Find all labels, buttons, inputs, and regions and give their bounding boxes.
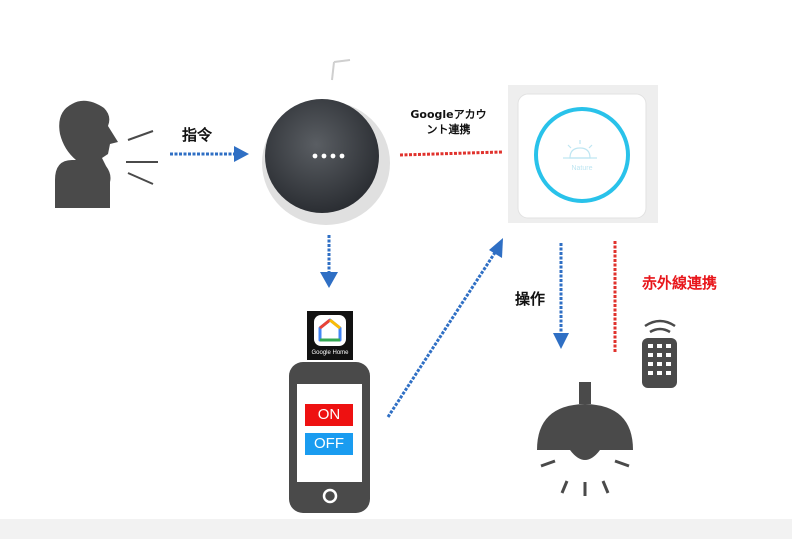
ir-remote-icon: [642, 319, 677, 388]
on-button: [305, 404, 353, 426]
account-link-label-line1: Googleアカウ: [410, 108, 487, 121]
smartphone-icon: [289, 362, 370, 513]
off-button: [305, 433, 353, 455]
account-link-label: Googleアカウ ント連携: [396, 107, 501, 137]
account-link-label-line2: ント連携: [426, 123, 471, 136]
operate-label: 操作: [515, 290, 546, 308]
ceiling-light-icon: [537, 382, 633, 496]
nature-logo-text: Nature: [571, 165, 593, 172]
speaker-led: [330, 153, 336, 159]
bottom-band: [0, 519, 792, 539]
google-home-app-label: Google Home: [311, 350, 349, 356]
speaker-led: [321, 153, 327, 159]
nature-remo-icon: [508, 85, 658, 223]
connector-speaker-to-app: [320, 235, 338, 288]
speaker-led: [312, 153, 318, 159]
connector-phone-to-remo: [386, 238, 503, 418]
connector-person-to-speaker: [170, 146, 249, 162]
google-home-app-icon: [307, 311, 353, 360]
infrared-link-label: 赤外線連携: [642, 274, 718, 292]
connector-remo-to-light: [553, 243, 569, 349]
off-button-label: OFF: [314, 435, 344, 452]
on-button-label: ON: [317, 406, 341, 423]
speaker-led: [339, 153, 345, 159]
connector-speaker-to-remo: [399, 150, 503, 157]
google-home-mini-icon: [262, 59, 390, 225]
person-speaking-icon: [55, 100, 158, 208]
command-label: 指令: [182, 126, 213, 144]
